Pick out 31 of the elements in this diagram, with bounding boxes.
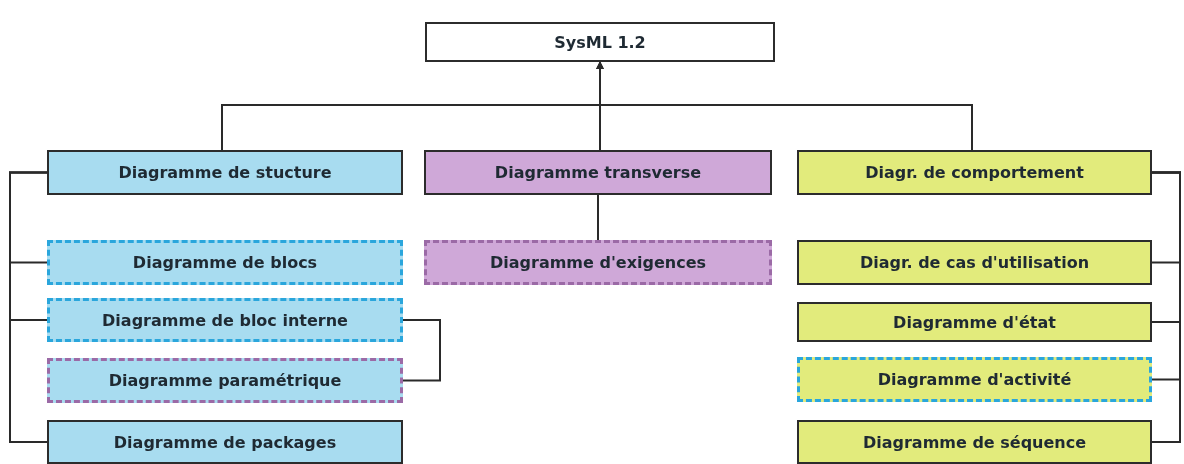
connector-line [597,194,599,241]
box-label: Diagramme d'activité [877,370,1072,389]
connector-line [9,171,48,443]
arrow [596,61,973,151]
diagram-type-box [797,420,1152,464]
diagram-type-box [47,150,403,195]
diagram-type-box [797,150,1152,195]
box-label: Diagr. de comportement [865,163,1084,182]
box-label: Diagramme de blocs [132,253,318,272]
connector-line [402,319,441,382]
connector-line [1151,171,1181,443]
box-label: Diagramme de packages [113,432,337,452]
diagram-type-box [47,240,403,285]
box-label: Diagramme de bloc interne [102,310,348,330]
box-label: Diagramme d'état [893,312,1056,332]
diagram-type-box [797,357,1152,402]
diagram-type-box [424,240,772,285]
title-box [425,22,775,62]
diagram-type-box [47,358,403,403]
diagram-type-box [424,150,772,195]
box-label: Diagr. de cas d'utilisation [859,253,1090,272]
box-label: Diagramme d'exigences [490,253,706,272]
box-label: SysML 1.2 [554,32,646,52]
box-label: Diagramme de séquence [862,432,1087,452]
diagram-type-box [47,420,403,464]
box-label: Diagramme de stucture [118,163,332,182]
box-label: Diagramme transverse [494,163,702,182]
box-label: Diagramme paramétrique [108,371,342,390]
diagram-type-box [47,298,403,342]
diagram-type-box [797,302,1152,342]
diagram-type-box [797,240,1152,285]
